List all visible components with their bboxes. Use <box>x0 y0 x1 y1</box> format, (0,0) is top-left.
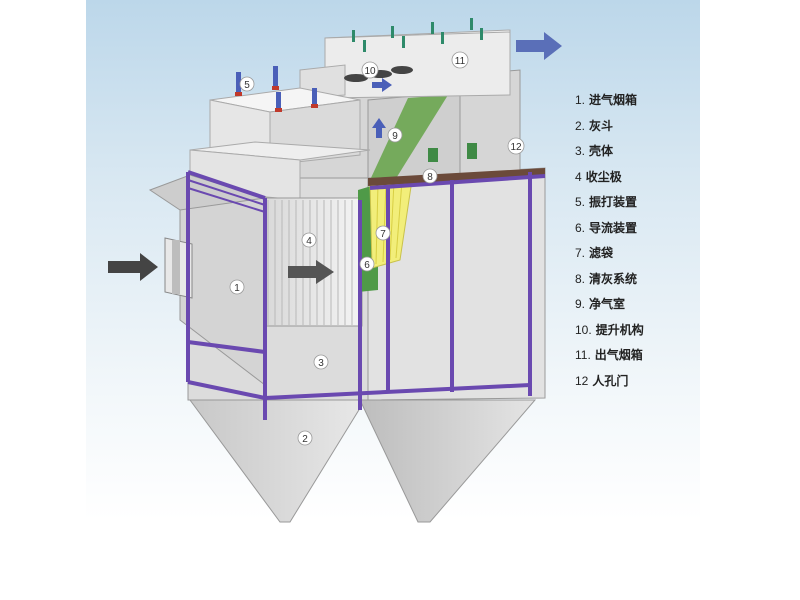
legend-number: 3. <box>575 144 586 158</box>
outlet-box-studs <box>352 18 483 52</box>
legend-number: 11. <box>575 348 591 362</box>
callout-12: 12 <box>510 142 522 153</box>
inlet-arrow-icon <box>108 253 158 281</box>
green-partition <box>370 95 448 180</box>
legend-item: 10.提升机构 <box>575 320 644 346</box>
legend-item: 3.壳体 <box>575 141 644 167</box>
legend-number: 1. <box>575 93 586 107</box>
frame-braces <box>187 179 266 213</box>
legend-label: 收尘极 <box>585 169 622 184</box>
plate-lines <box>267 200 353 325</box>
legend-item: 5.振打装置 <box>575 192 644 218</box>
callout-7: 7 <box>380 229 386 240</box>
legend-number: 10. <box>575 322 592 337</box>
callout-6: 6 <box>364 260 370 271</box>
legend-label: 灰斗 <box>589 118 614 133</box>
legend-number: 12 <box>575 373 589 388</box>
legend-item: 8.清灰系统 <box>575 269 644 295</box>
legend-label: 壳体 <box>589 144 614 158</box>
callouts: 1 2 3 4 5 6 7 8 9 10 11 12 <box>229 51 525 446</box>
legend-label: 清灰系统 <box>589 271 638 286</box>
legend-number: 8. <box>575 271 586 286</box>
outlet-arrow-icon <box>516 32 562 60</box>
legend-number: 9. <box>575 297 586 311</box>
callout-9: 9 <box>392 131 398 142</box>
legend-number: 5. <box>575 195 586 209</box>
cleaning-system-strip <box>368 168 545 186</box>
legend-label: 提升机构 <box>595 322 644 337</box>
legend-item: 1.进气烟箱 <box>575 90 644 116</box>
callout-8: 8 <box>427 172 433 183</box>
legend-number: 7. <box>575 246 586 260</box>
internal-flow-arrow-icon <box>288 260 334 284</box>
callout-5: 5 <box>244 80 250 91</box>
rapping-rods <box>235 66 318 112</box>
collecting-plates <box>261 197 363 327</box>
callout-2: 2 <box>302 434 308 445</box>
legend-item: 7.滤袋 <box>575 243 644 269</box>
updraft-arrow-icon <box>372 118 386 138</box>
inspection-window <box>467 143 477 159</box>
legend-item: 9.净气室 <box>575 294 644 320</box>
legend-number: 2. <box>575 118 586 133</box>
legend-label: 进气烟箱 <box>589 93 638 107</box>
inlet-flange-side <box>172 240 180 294</box>
lift-disc <box>344 74 368 82</box>
hopper-left <box>189 399 366 523</box>
hopper-right <box>359 399 537 523</box>
legend-item: 11.出气烟箱 <box>575 345 644 371</box>
inspection-window <box>428 148 438 162</box>
callout-1: 1 <box>234 283 240 294</box>
filter-bag-stripes <box>375 180 403 265</box>
callout-11: 11 <box>455 56 466 67</box>
support-frame <box>186 170 546 420</box>
callout-3: 3 <box>318 358 324 369</box>
legend-label: 净气室 <box>589 297 626 311</box>
lift-disc <box>391 66 413 74</box>
legend-item: 2.灰斗 <box>575 116 644 142</box>
legend-label: 人孔门 <box>592 373 629 388</box>
legend-number: 6. <box>575 220 586 235</box>
legend-number: 4 <box>575 169 582 184</box>
legend-item: 6.导流装置 <box>575 218 644 244</box>
callout-4: 4 <box>306 236 312 247</box>
legend-label: 出气烟箱 <box>594 348 643 362</box>
legend-label: 导流装置 <box>589 220 638 235</box>
legend-label: 振打装置 <box>589 195 638 209</box>
legend-label: 滤袋 <box>589 246 614 260</box>
callout-10: 10 <box>364 66 376 77</box>
lift-arrow-icon <box>372 78 392 92</box>
